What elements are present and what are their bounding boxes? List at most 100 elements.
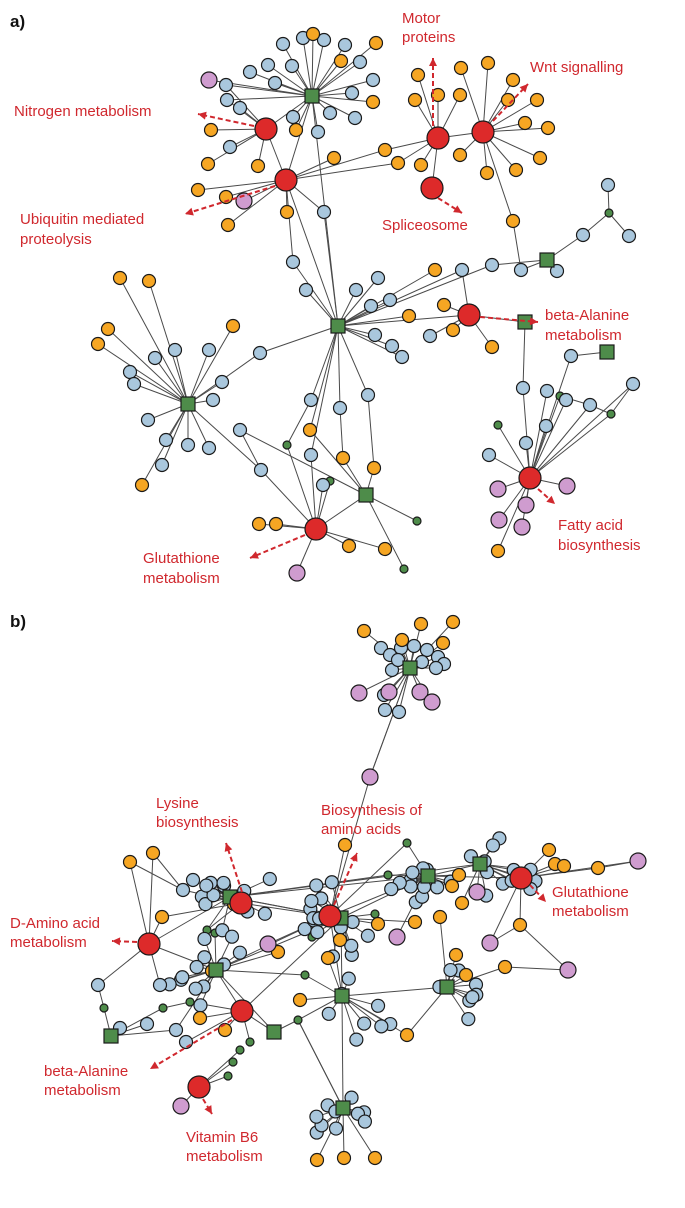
network-edge (260, 469, 317, 530)
orange-node (556, 858, 572, 874)
orange-node (356, 623, 372, 639)
network-edge (187, 403, 262, 471)
protein-node (348, 282, 364, 298)
orange-node (399, 1027, 415, 1043)
hub-square-node (358, 487, 374, 503)
protein-node (167, 342, 183, 358)
orange-node (517, 115, 533, 131)
protein-node (367, 327, 383, 343)
protein-node (485, 838, 501, 853)
network-edge (229, 863, 481, 898)
network-edge (329, 842, 408, 917)
network-edge (323, 211, 339, 327)
orange-node (407, 914, 423, 930)
protein-node (168, 1022, 184, 1038)
orange-node (458, 967, 474, 983)
small-node (412, 516, 422, 526)
protein-node (304, 893, 319, 909)
orange-node (529, 92, 545, 108)
orange-node (203, 122, 219, 138)
protein-node (216, 875, 231, 891)
pathway-node (229, 891, 253, 915)
annotation-wnt-signalling: Wnt signalling (530, 59, 623, 76)
network-edge (129, 861, 184, 891)
orange-node (122, 854, 138, 870)
protein-node (481, 447, 497, 463)
network-edge (367, 394, 375, 469)
small-node (370, 909, 380, 919)
hub-square-node (330, 318, 346, 334)
protein-node (621, 228, 637, 244)
orange-node (279, 204, 295, 220)
arrow-glutathione-b-head (537, 893, 546, 902)
protein-node (309, 1109, 324, 1124)
network-edge (341, 986, 448, 997)
network-edge (497, 477, 531, 552)
pathway-node (518, 466, 542, 490)
protein-node (316, 32, 332, 48)
network-edge (133, 383, 189, 405)
network-edge (529, 355, 572, 479)
protein-node (310, 924, 325, 940)
annotation-glutathione-b: Glutathione metabolism (552, 884, 633, 920)
orange-node (309, 1152, 325, 1168)
network-edge (285, 95, 313, 181)
network-edge (239, 429, 262, 471)
protein-node (315, 477, 331, 493)
protein-node (310, 124, 326, 140)
protein-node (344, 85, 360, 101)
protein-node (465, 990, 480, 1005)
protein-node (199, 878, 214, 893)
hub-square-node (103, 1028, 119, 1044)
protein-node (253, 462, 269, 478)
protein-node (377, 702, 393, 718)
small-node (223, 1071, 233, 1081)
protein-node (538, 418, 554, 434)
network-edge (148, 852, 154, 945)
protein-node (126, 376, 142, 392)
network-edge (148, 943, 217, 971)
protein-node (384, 338, 400, 354)
network-edge (337, 315, 410, 327)
protein-node (154, 457, 170, 473)
protein-node (352, 54, 368, 70)
arrow-d-amino-head (112, 937, 121, 946)
network-edge (337, 325, 341, 409)
protein-node (443, 962, 458, 978)
small-node (185, 997, 195, 1007)
network-edge (529, 390, 548, 479)
network-edge (504, 966, 569, 971)
protein-node (539, 383, 555, 399)
network-edge (107, 328, 189, 405)
network-edge (285, 162, 399, 181)
network-edge (226, 95, 313, 101)
network-edge (259, 325, 339, 354)
protein-node (140, 412, 156, 428)
protein-node (147, 350, 163, 366)
hub-square-node (599, 344, 615, 360)
orange-node (435, 635, 451, 651)
small-node (99, 1003, 109, 1013)
protein-node (558, 392, 574, 408)
small-node (402, 838, 412, 848)
network-edge (519, 924, 569, 971)
network-edge (285, 179, 294, 263)
protein-node (328, 1121, 344, 1136)
network-edge (482, 131, 514, 222)
orange-node (410, 67, 426, 83)
annotation-fatty-acid: Fatty acid biosynthesis (558, 517, 641, 554)
protein-node (324, 875, 339, 890)
annotation-biosynthesis-amino-acids: Biosynthesis of amino acids (321, 802, 426, 838)
arrow-beta-alanine-b-head (150, 1061, 159, 1069)
violet-node (468, 883, 486, 901)
pathway-node (137, 932, 161, 956)
arrow-amino-acids-head (350, 853, 358, 862)
network-edge (309, 325, 339, 431)
protein-node (219, 92, 235, 108)
protein-node (515, 380, 531, 396)
network-edge (446, 966, 506, 988)
arrow-spliceosome-head (453, 205, 462, 213)
protein-node (575, 227, 591, 243)
hub-square-node (266, 1024, 282, 1040)
